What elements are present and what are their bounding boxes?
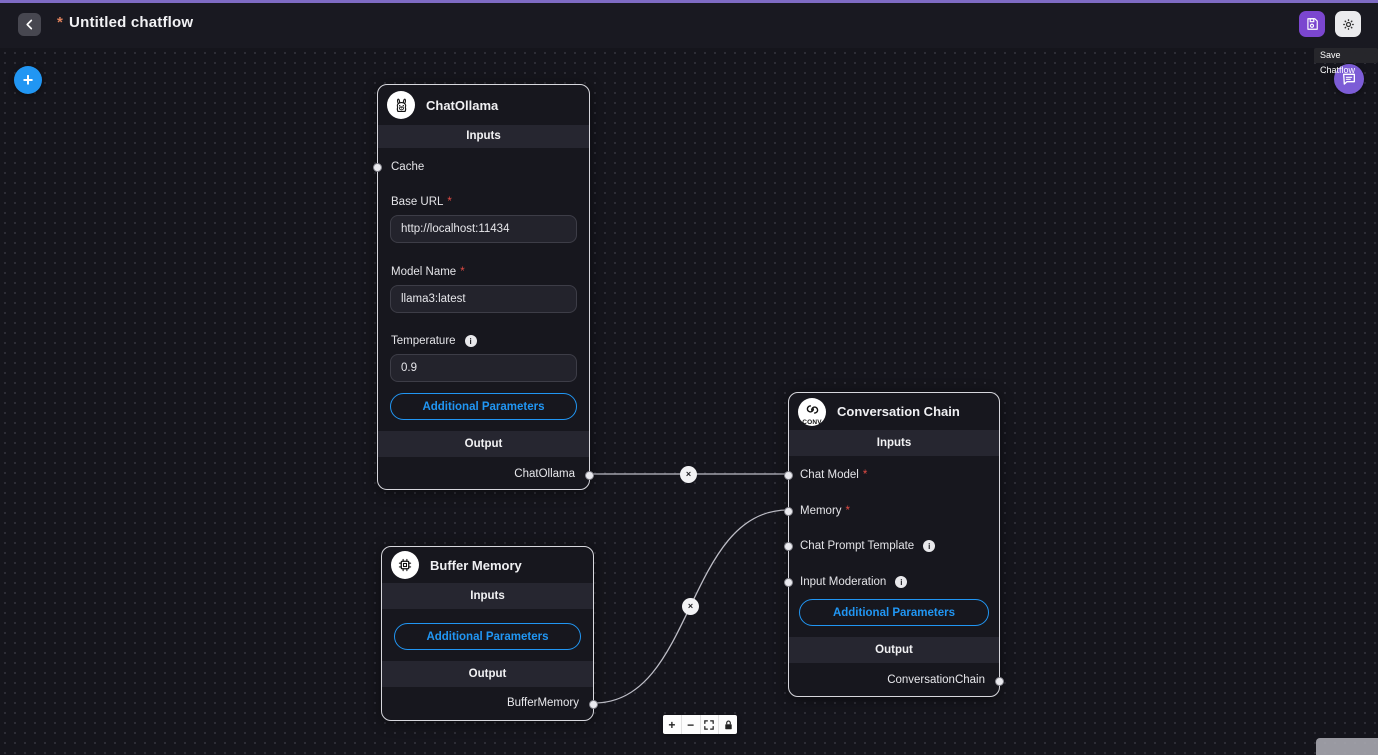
top-accent-line (0, 0, 1378, 3)
handle-cache-input[interactable] (373, 162, 382, 172)
node-chatollama-header: ChatOllama (378, 85, 589, 125)
settings-button[interactable] (1335, 11, 1361, 37)
save-icon (1307, 18, 1318, 30)
temperature-input[interactable] (390, 354, 577, 382)
output-section-header: Output (789, 637, 999, 663)
input-row-cache: Cache (391, 161, 425, 173)
node-title: Buffer Memory (430, 557, 522, 573)
node-title: ChatOllama (426, 97, 499, 113)
inputs-section-header: Inputs (378, 125, 589, 148)
output-anchor-label: ChatOllama (514, 468, 575, 480)
additional-parameters-button[interactable]: Additional Parameters (799, 599, 989, 626)
edge-delete-button[interactable]: × (682, 598, 699, 615)
save-tooltip: Save Chatflow (1314, 48, 1378, 75)
output-anchor-label: BufferMemory (506, 697, 579, 709)
node-conversation-chain[interactable]: CONV Conversation Chain Inputs Chat Mode… (784, 392, 1004, 697)
chat-bubble-icon (1343, 73, 1355, 85)
handle-input-moderation-input[interactable] (784, 577, 793, 587)
info-icon[interactable]: i (464, 335, 477, 347)
additional-parameters-button[interactable]: Additional Parameters (394, 623, 581, 650)
unsaved-marker: * (57, 14, 64, 31)
additional-parameters-button[interactable]: Additional Parameters (390, 393, 577, 420)
output-section-header: Output (382, 661, 593, 687)
attribution-panel (1316, 738, 1378, 755)
canvas-controls: + − (663, 715, 737, 734)
field-label-base-url: Base URL* (391, 196, 452, 208)
model-name-input[interactable] (390, 285, 577, 313)
flow-canvas[interactable] (0, 48, 1378, 755)
required-marker: * (845, 505, 851, 517)
required-marker: * (460, 266, 465, 278)
info-icon[interactable]: i (923, 540, 936, 552)
chevron-left-icon (26, 19, 33, 30)
output-section-header: Output (378, 431, 589, 457)
inputs-section-header: Inputs (382, 583, 593, 609)
page-title: * Untitled chatflow (57, 14, 193, 31)
save-chatflow-button[interactable] (1299, 11, 1325, 37)
node-chatollama[interactable]: ChatOllama Inputs Cache Base URL* Model … (373, 84, 594, 490)
node-conversation-chain-header: CONV Conversation Chain (789, 393, 999, 430)
memory-chip-icon (391, 551, 419, 579)
gear-icon (1342, 18, 1354, 30)
output-anchor-label: ConversationChain (887, 674, 985, 686)
conversation-chain-icon: CONV (798, 397, 826, 426)
info-icon[interactable]: i (895, 576, 908, 588)
lock-icon (724, 720, 732, 729)
handle-chatollama-output[interactable] (585, 470, 594, 480)
handle-chat-prompt-template-input[interactable] (784, 541, 793, 551)
input-row-chat-model: Chat Model* (800, 469, 868, 481)
input-row-memory: Memory* (800, 505, 851, 517)
node-title: Conversation Chain (837, 404, 960, 419)
conv-icon-text: CONV (802, 418, 822, 426)
zoom-in-button[interactable]: + (663, 715, 682, 734)
handle-buffermemory-output[interactable] (589, 699, 598, 709)
ollama-llama-icon (387, 91, 415, 119)
handle-conversationchain-output[interactable] (995, 676, 1004, 686)
node-buffer-memory-header: Buffer Memory (382, 547, 593, 583)
required-marker: * (447, 196, 452, 208)
back-button[interactable] (18, 13, 41, 36)
lock-button[interactable] (719, 715, 737, 734)
base-url-input[interactable] (390, 215, 577, 243)
handle-chat-model-input[interactable] (784, 470, 793, 480)
handle-memory-input[interactable] (784, 506, 793, 516)
chat-button[interactable] (1334, 64, 1364, 94)
add-node-button[interactable]: + (14, 66, 42, 94)
edge-delete-button[interactable]: × (680, 466, 697, 483)
field-label-model-name: Model Name* (391, 266, 465, 278)
inputs-section-header: Inputs (789, 430, 999, 456)
node-buffer-memory[interactable]: Buffer Memory Inputs Additional Paramete… (381, 546, 598, 721)
fit-view-button[interactable] (701, 715, 720, 734)
topbar: * Untitled chatflow (0, 3, 1378, 48)
required-marker: * (862, 469, 868, 481)
fit-view-icon (704, 719, 715, 730)
zoom-out-button[interactable]: − (682, 715, 701, 734)
chatflow-name: Untitled chatflow (69, 14, 194, 31)
